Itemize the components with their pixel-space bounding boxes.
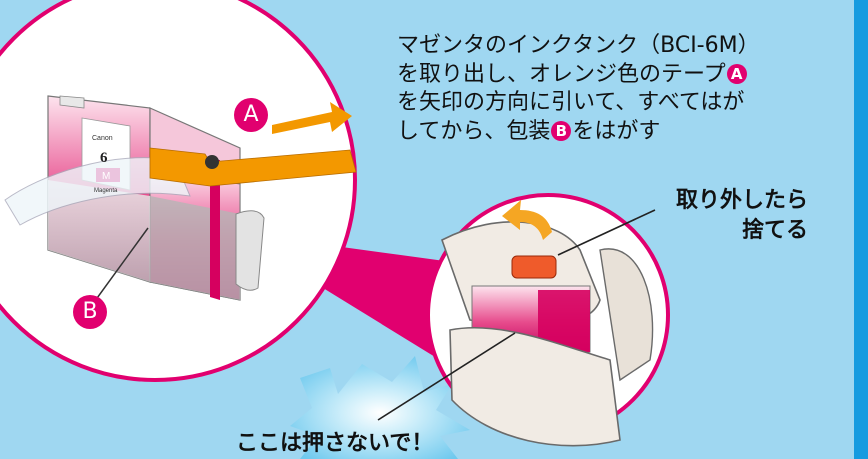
discard-leader xyxy=(557,209,656,256)
ink-cartridge-icon xyxy=(4,95,357,306)
callout-a: A xyxy=(234,98,268,132)
warning-text: ここは押さないで！ xyxy=(236,431,434,456)
warning-leader xyxy=(377,332,516,421)
cartridge-number: 6 xyxy=(100,150,108,166)
edge-bar xyxy=(854,0,868,459)
cartridge-color-name: Magenta xyxy=(94,188,118,194)
callout-b: B xyxy=(73,295,107,329)
instruction-line-1: マゼンタのインクタンク（BCI-6M） xyxy=(397,33,760,58)
discard-note: 取り外したら 捨てる xyxy=(638,186,808,246)
curved-arrow-icon xyxy=(502,200,552,240)
marker-a: A xyxy=(726,63,747,84)
discard-line-1: 取り外したら xyxy=(675,188,808,213)
callout-b-leader xyxy=(91,227,149,306)
instruction-line-3: を矢印の方向に引いて、すべてはが xyxy=(397,90,745,115)
hand-icon xyxy=(441,221,654,447)
cartridge-brand: Canon xyxy=(92,135,113,142)
instruction-line-4-post: をはがす xyxy=(572,118,661,144)
arrow-right-icon xyxy=(272,102,352,134)
cartridge-color-code: M xyxy=(102,171,110,182)
instruction-line-4-pre: してから、包装 xyxy=(397,118,551,144)
marker-b: B xyxy=(551,120,572,141)
instruction-line-2-text: を取り出し、オレンジ色のテープ xyxy=(397,61,726,87)
discard-line-2: 捨てる xyxy=(741,218,808,243)
starburst-icon xyxy=(290,356,470,459)
